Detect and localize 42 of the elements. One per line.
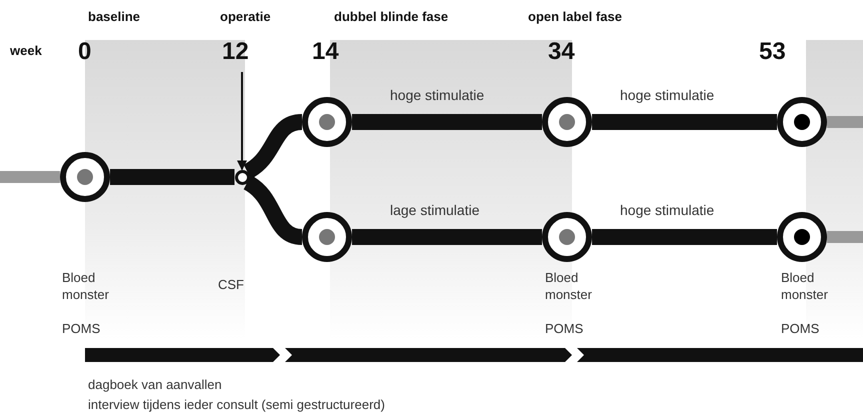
connector-line <box>827 116 863 128</box>
connector-line <box>243 175 303 245</box>
station-marker <box>777 97 827 147</box>
connector-line <box>827 231 863 243</box>
edge-label: hoge stimulatie <box>620 202 714 219</box>
connector-line <box>110 169 234 185</box>
note-text: Bloed monster <box>781 269 829 303</box>
station-marker <box>302 212 352 262</box>
note-text: dagboek van aanvallen <box>88 376 222 393</box>
note-text: interview tijdens ieder consult (semi gestructureerd) <box>88 396 385 413</box>
edge-label: hoge stimulatie <box>620 87 714 104</box>
connector-line <box>0 171 60 183</box>
phase-heading: baseline <box>88 8 140 25</box>
station-marker <box>302 97 352 147</box>
station-marker <box>542 97 592 147</box>
station-marker <box>60 152 110 202</box>
week-number: 14 <box>312 38 339 66</box>
note-text: Bloed monster <box>545 269 593 303</box>
week-number: 0 <box>78 38 92 66</box>
note-text: CSF <box>218 276 245 293</box>
connector-line <box>352 114 542 130</box>
station-marker <box>542 212 592 262</box>
junction-dot <box>234 170 250 184</box>
connector-line <box>592 229 777 245</box>
week-number: 34 <box>548 38 575 66</box>
arrow <box>237 72 247 170</box>
edge-label: hoge stimulatie <box>390 87 484 104</box>
note-text: POMS <box>781 320 820 337</box>
note-text: POMS <box>545 320 584 337</box>
note-text: Bloed monster <box>62 269 110 303</box>
week-number: 53 <box>759 38 786 66</box>
edge-label: lage stimulatie <box>390 202 480 219</box>
connector-line <box>352 229 542 245</box>
station-marker <box>777 212 827 262</box>
connector-line <box>592 114 777 130</box>
phase-heading: operatie <box>220 8 271 25</box>
phase-heading: dubbel blinde fase <box>334 8 448 25</box>
axis-label: week <box>10 42 42 59</box>
connector-line <box>243 114 303 179</box>
note-text: POMS <box>62 320 102 337</box>
week-number: 12 <box>222 38 249 66</box>
phase-heading: open label fase <box>528 8 622 25</box>
